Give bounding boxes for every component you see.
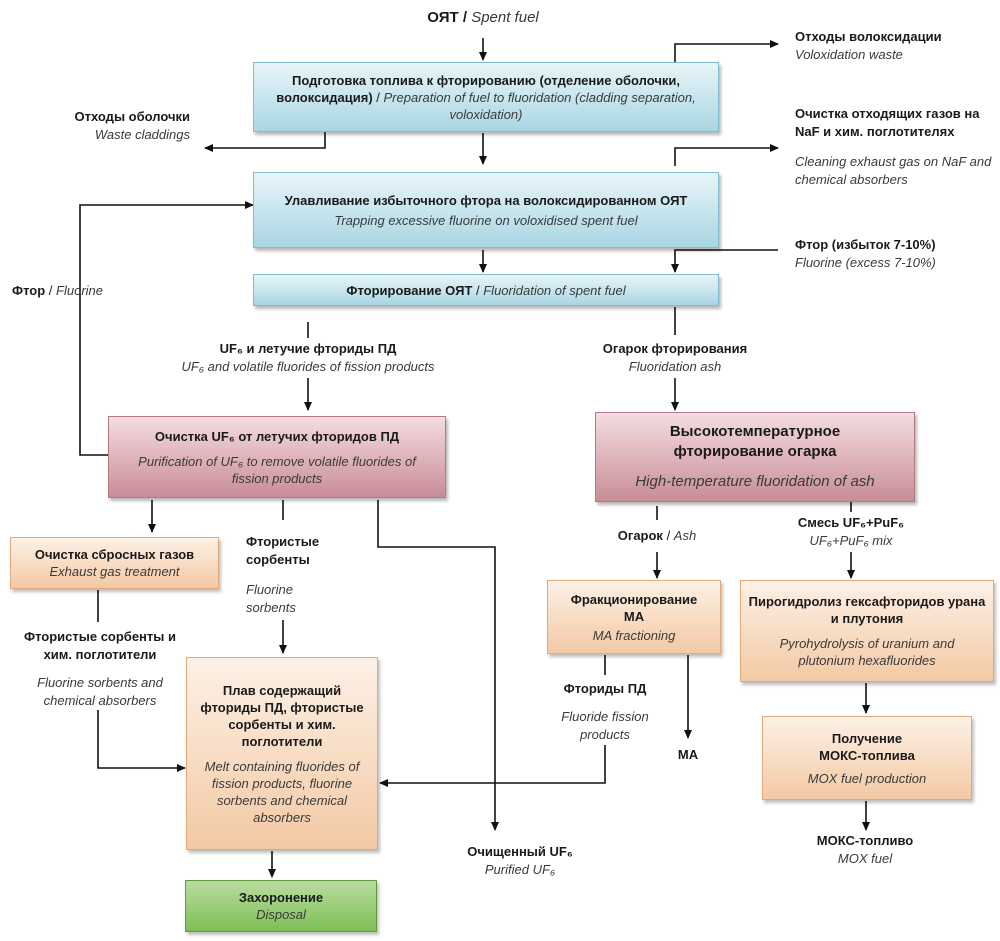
arrow-excess-fluorine-in xyxy=(671,249,778,273)
arrow-fluorine-loop xyxy=(79,201,254,456)
box-ma-fractioning: Фракционирование MA MA fractioning xyxy=(547,580,721,654)
box-high-temp-fluoridation: Высокотемпературное фторирование огарка … xyxy=(595,412,915,502)
label-purified-uf6: Очищенный UF₆ Purified UF₆ xyxy=(467,844,573,877)
label-exhaust-gas-cleaning: Очистка отходящих газов на NaF и хим. по… xyxy=(795,106,992,187)
box-purification: Очистка UF₆ от летучих фторидов ПД Purif… xyxy=(108,416,446,498)
label-uf6-volatile-fluorides: UF₆ и летучие фториды ПД UF₆ and volatil… xyxy=(181,341,435,374)
arrow-purified-uf6 xyxy=(377,500,499,831)
label-fluoridation-ash: Огарок фторирования Fluoridation ash xyxy=(602,341,748,374)
box-preparation: Подготовка топлива к фторированию (отдел… xyxy=(253,62,719,132)
box-exhaust-treatment: Очистка сбросных газов Exhaust gas treat… xyxy=(10,537,219,589)
arrow-trapping-to-exhaust-gas xyxy=(674,144,779,166)
box-trapping: Улавливание избыточного фтора на волокси… xyxy=(253,172,719,248)
label-uf6-puf6-mix: Смесь UF₆+PuF₆ UF₆+PuF₆ mix xyxy=(797,515,905,548)
arrow-fission-products-to-melt xyxy=(379,745,606,787)
label-waste-claddings: Отходы оболочки Waste claddings xyxy=(74,109,190,142)
arrow-exhaust-sorbents-to-melt xyxy=(97,710,186,772)
spent-fuel-label: ОЯТ / Spent fuel xyxy=(427,9,539,26)
label-ash: Огарок / Ash xyxy=(617,528,697,543)
label-ma: MA xyxy=(677,747,699,762)
label-fluorine-loop: Фтор / Fluorine xyxy=(12,283,103,298)
label-mox-fuel: МОКС-топливо MOX fuel xyxy=(816,833,914,866)
box-pyrohydrolysis: Пирогидролиз гексафторидов урана и плуто… xyxy=(740,580,994,682)
box-disposal: Захоронение Disposal xyxy=(185,880,377,932)
arrow-preparation-to-waste-claddings xyxy=(204,132,326,152)
label-fluorine-sorbents: Фтористые сорбенты Fluorine sorbents xyxy=(246,534,320,615)
box-fluoridation: Фторирование ОЯТ / Fluoridation of spent… xyxy=(253,274,719,306)
label-fluorine-excess: Фтор (избыток 7-10%) Fluorine (excess 7-… xyxy=(795,237,936,270)
label-fluoride-fission-products: Фториды ПД Fluoride fission products xyxy=(561,681,649,742)
box-mox-production: Получение МОКС-топлива MOX fuel producti… xyxy=(762,716,972,800)
label-voloxidation-waste: Отходы волоксидации Voloxidation waste xyxy=(795,29,942,62)
box-melt: Плав содержащий фториды ПД, фтористые со… xyxy=(186,657,378,850)
label-sorbents-absorbers: Фтористые сорбенты и хим. поглотители Fl… xyxy=(23,629,176,708)
arrow-preparation-to-voloxidation-waste xyxy=(674,40,779,62)
